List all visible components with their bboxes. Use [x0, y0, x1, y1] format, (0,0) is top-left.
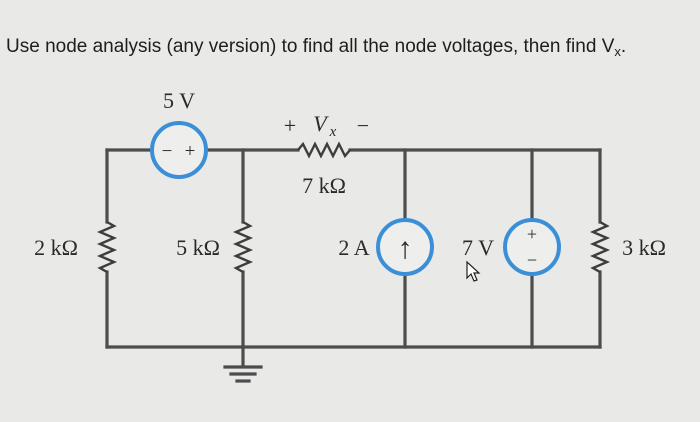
voltage-source-7v: + −: [503, 218, 561, 276]
cursor-icon: [466, 260, 481, 282]
resistor-7k: [297, 141, 351, 159]
vs5-minus: −: [162, 141, 173, 162]
label-5v: 5 V: [163, 88, 195, 113]
vs5-plus: +: [185, 141, 196, 162]
label-7k: 7 kΩ: [302, 173, 346, 198]
voltage-source-7v-circle: [503, 218, 561, 276]
question-text: Use node analysis (any version) to find …: [6, 36, 700, 59]
question-subscript: x: [614, 44, 621, 59]
voltage-source-5v-circle: [150, 121, 208, 179]
resistor-5k: [232, 220, 254, 274]
question-body: Use node analysis (any version) to find …: [6, 36, 615, 57]
vx-var: V: [313, 111, 329, 136]
label-7v: 7 V: [462, 235, 494, 260]
current-source-2a: ↑: [376, 218, 434, 276]
question-end: .: [620, 36, 627, 57]
resistor-3k: [589, 220, 611, 274]
vx-plus: +: [284, 113, 296, 138]
current-source-circle: [376, 218, 434, 276]
label-2a: 2 A: [338, 235, 369, 260]
wires: [105, 148, 602, 349]
ground-symbol: [223, 345, 263, 383]
label-vx: + V x −: [284, 111, 369, 140]
voltage-source-5v: − +: [150, 121, 208, 179]
vs7-plus: +: [527, 224, 537, 244]
label-3k: 3 kΩ: [622, 235, 666, 260]
label-5k: 5 kΩ: [176, 235, 220, 260]
arrow-up-icon: ↑: [398, 232, 413, 265]
vs7-minus: −: [527, 250, 537, 270]
vx-minus: −: [357, 113, 369, 138]
resistor-2k: [96, 220, 118, 274]
label-2k: 2 kΩ: [34, 235, 78, 260]
vx-sub: x: [329, 124, 337, 140]
